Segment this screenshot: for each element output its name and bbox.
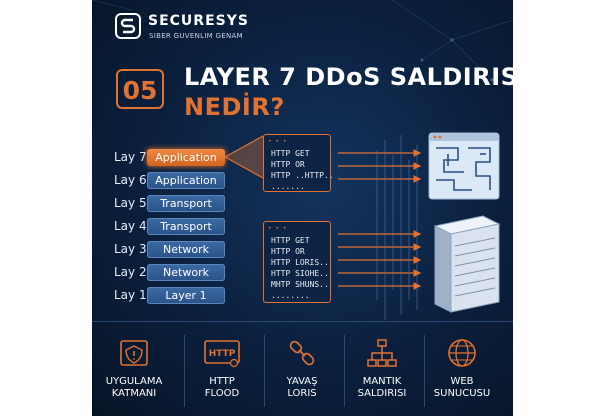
- request-box-bottom: • • • HTTP GET HTTP OR HTTP LORIS.. HTTP…: [263, 221, 331, 303]
- page-title-line2: NEDİR?: [184, 93, 285, 121]
- layer-pill: Network: [147, 264, 225, 281]
- infographic-card: SECURESYS SIBER GUVENLIM GENAM 05 LAYER …: [92, 0, 513, 416]
- request-line: .......: [271, 182, 305, 191]
- feature-label-line1: WEB: [450, 376, 474, 387]
- request-line: HTTP ..HTTP..: [271, 171, 334, 180]
- feature-label-line1: HTTP: [209, 376, 235, 387]
- layer-label: Lay 4: [114, 219, 147, 233]
- server-icon: [433, 215, 501, 313]
- layer-pill: Transport: [147, 218, 225, 235]
- layer-label: Lay 3: [114, 242, 147, 256]
- request-arrows: [338, 149, 422, 290]
- layer-label: Lay 7: [114, 150, 147, 164]
- securesys-logo-icon: [115, 13, 141, 39]
- request-line: HTTP GET: [271, 149, 310, 158]
- window-dots-icon: • • •: [268, 225, 288, 232]
- request-line: HTTP OR: [271, 160, 305, 169]
- brand-name: SECURESYS: [148, 13, 249, 29]
- section-number: 05: [116, 69, 164, 109]
- layer-label: Lay 6: [114, 173, 147, 187]
- brand-tagline: SIBER GUVENLIM GENAM: [149, 32, 243, 40]
- http-icon: HTTP: [204, 340, 240, 368]
- request-box-top: • • • HTTP GET HTTP OR HTTP ..HTTP.. ...…: [263, 134, 334, 192]
- vertical-divider: [264, 335, 265, 407]
- request-line: HTTP GET: [271, 236, 310, 245]
- vertical-divider: [424, 335, 425, 407]
- layer-label: Lay 1: [114, 288, 147, 302]
- feature-label-line1: UYGULAMA: [105, 376, 163, 387]
- network-tree-icon: [367, 339, 397, 367]
- request-line: MHTP SHUNS..: [271, 280, 329, 289]
- vertical-divider: [344, 335, 345, 407]
- chain-link-icon: [289, 340, 315, 366]
- page-title-line1: LAYER 7 DDoS SALDIRISI: [184, 63, 513, 91]
- feature-label-line2: FLOOD: [204, 388, 240, 399]
- layer-pill: Application: [147, 172, 225, 189]
- feature-label-line2: KATMANI: [111, 388, 157, 399]
- active-layer-connector: [225, 135, 264, 179]
- feature-label-line1: MANTIK: [362, 376, 402, 387]
- layer-pill: Network: [147, 241, 225, 258]
- background-network-decoration: [92, 0, 513, 320]
- request-line: HTTP OR: [271, 247, 305, 256]
- layer-pill: Transport: [147, 195, 225, 212]
- feature-label-line2: LORIS: [287, 388, 317, 399]
- request-line: ........: [271, 291, 310, 300]
- feature-label-line2: SUNUCUSU: [433, 388, 491, 399]
- globe-icon: [448, 339, 476, 367]
- http-icon-text: HTTP: [209, 349, 236, 359]
- layer-label: Lay 5: [114, 196, 147, 210]
- vertical-divider: [184, 335, 185, 407]
- shield-alert-icon: [120, 340, 148, 366]
- layer-pill-active: Application: [147, 149, 225, 166]
- layer-pill: Layer 1: [147, 287, 225, 304]
- web-application-window-icon: [428, 132, 500, 200]
- feature-label-line2: SALDIRISI: [357, 388, 407, 399]
- request-line: HTTP SIOHE..: [271, 269, 329, 278]
- layer-label: Lay 2: [114, 265, 147, 279]
- request-line: HTTP LORIS..: [271, 258, 329, 267]
- feature-label-line1: YAVAŞ: [286, 376, 318, 387]
- section-divider: [92, 321, 513, 322]
- window-dots-icon: • • •: [268, 138, 288, 145]
